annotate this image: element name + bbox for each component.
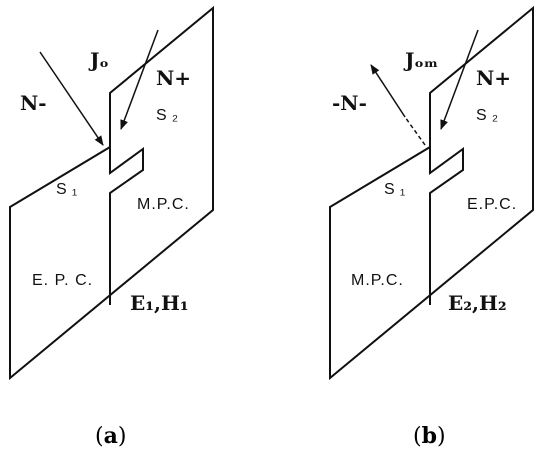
panel-a-normal-arrow [120, 29, 159, 130]
panel-b-caption: (b) [413, 425, 446, 448]
panel-b-caption-open: ( [413, 424, 422, 449]
panel-a-lower-left-label: E. P. C. [32, 272, 94, 289]
panel-a-current-label: Jₒ [90, 48, 109, 72]
panel-b-caption-close: ) [436, 424, 446, 449]
panel-b-reflected-arrow-dashed [404, 116, 426, 146]
panel-a-normal-minus-label: N- [20, 91, 47, 115]
panel-b-field-label: E₂,H₂ [448, 291, 507, 315]
panel-a-caption-close: ) [117, 424, 127, 449]
panel-a-incident-arrow [39, 51, 104, 146]
panel-a-region-s2-label: S ₂ [156, 107, 180, 124]
panel-b-lower-left-label: M.P.C. [351, 272, 404, 289]
panel-a-caption-open: ( [95, 424, 104, 449]
panel-a [9, 5, 214, 381]
panel-a-caption-letter: a [103, 423, 118, 449]
panel-b-normal-minus-label: -N- [332, 91, 367, 115]
panel-b-current-label: Jₒₘ [405, 48, 439, 72]
panel-b-notch [429, 147, 464, 305]
panel-a-lower-right-label: M.P.C. [137, 196, 190, 213]
panel-b-caption-letter: b [421, 423, 437, 449]
panel-a-notch [109, 147, 144, 305]
panel-b-reflected-arrow-solid [370, 64, 406, 118]
panel-a-normal-plus-label: N+ [156, 66, 192, 90]
panel-b [329, 5, 534, 381]
panel-b-normal-arrow [440, 29, 479, 130]
panel-a-region-s1-label: S ₁ [56, 181, 79, 198]
panel-b-lower-right-label: E.P.C. [467, 196, 518, 213]
panel-b-region-s1-label: S ₁ [384, 181, 407, 198]
panel-a-field-label: E₁,H₁ [130, 291, 189, 315]
panel-b-normal-plus-label: N+ [476, 66, 512, 90]
panel-b-region-s2-label: S ₂ [476, 107, 500, 124]
panel-a-caption: (a) [95, 425, 126, 448]
